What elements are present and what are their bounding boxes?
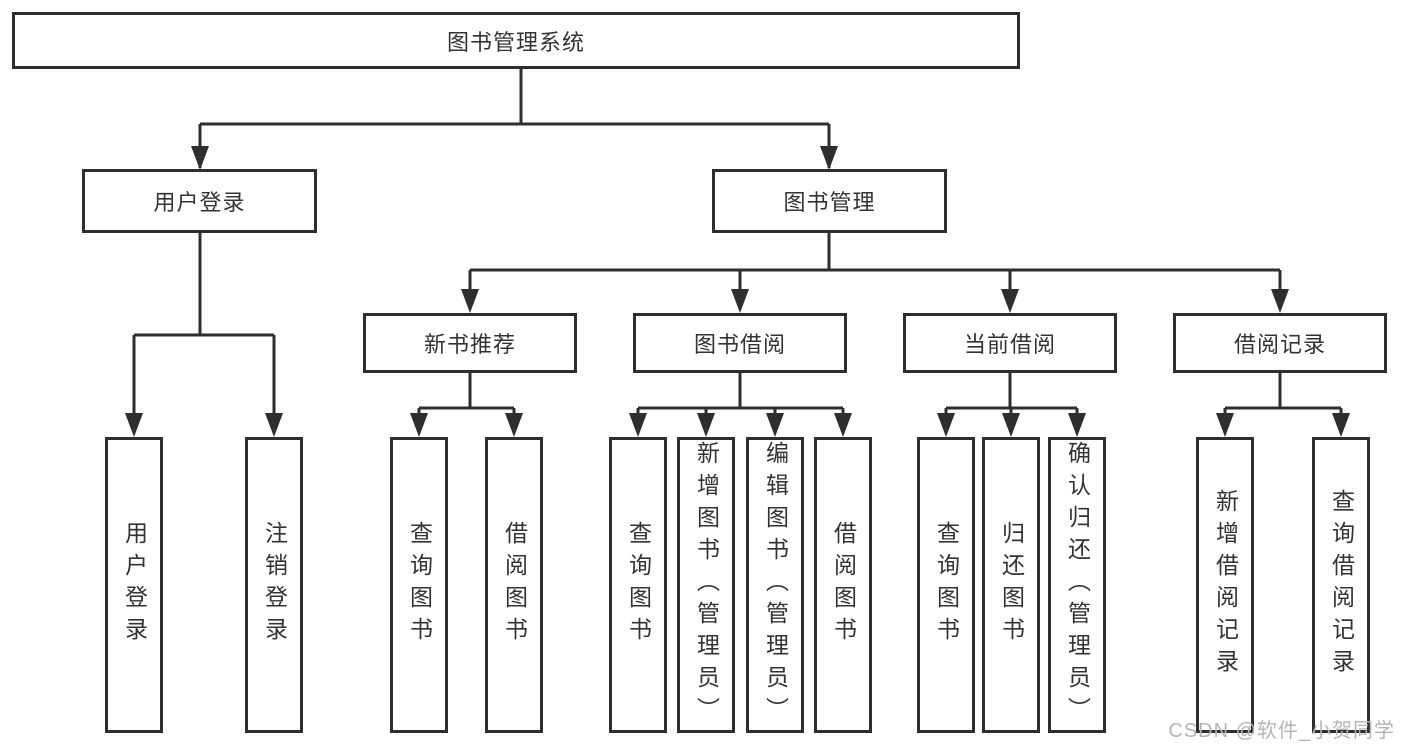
leaf-edit-books-admin: 编辑图书（管理员） — [746, 437, 804, 733]
arrowhead — [1271, 289, 1289, 313]
node-book-borrowing: 图书借阅 — [633, 313, 847, 373]
arrowhead — [410, 413, 428, 437]
node-library-system: 图书管理系统 — [12, 12, 1020, 69]
arrowhead — [1216, 413, 1234, 437]
leaf-confirm-return-admin: 确认归还（管理员） — [1048, 437, 1106, 733]
leaf-add-books-admin-label: 新增图书（管理员） — [693, 441, 720, 729]
leaf-query-books-borrowing-label: 查询图书 — [625, 521, 652, 649]
leaf-borrow-books-recommend-label: 借阅图书 — [501, 521, 528, 649]
node-book-borrowing-label: 图书借阅 — [693, 332, 786, 357]
arrowhead — [731, 289, 749, 313]
leaf-add-borrow-record-label: 新增借阅记录 — [1212, 489, 1239, 681]
edge-bookborrow-to-leaves — [636, 372, 845, 420]
leaf-borrow-books-borrowing-label: 借阅图书 — [830, 521, 857, 649]
edge-bookmgmt-to-level3 — [468, 233, 1282, 296]
arrowhead — [937, 413, 955, 437]
arrowheads — [125, 146, 1350, 437]
leaf-return-books: 归还图书 — [982, 437, 1040, 733]
node-borrowing-records: 借阅记录 — [1173, 313, 1387, 373]
leaf-query-books-current-label: 查询图书 — [933, 521, 960, 649]
leaf-add-books-admin: 新增图书（管理员） — [677, 437, 735, 733]
leaf-query-books-borrowing: 查询图书 — [609, 437, 667, 733]
arrowhead — [461, 289, 479, 313]
node-user-login: 用户登录 — [82, 169, 317, 233]
leaf-logout-login-label: 注销登录 — [261, 521, 288, 649]
leaf-query-borrow-record-label: 查询借阅记录 — [1328, 489, 1355, 681]
arrowhead — [629, 413, 647, 437]
leaf-query-books-recommend-label: 查询图书 — [406, 521, 433, 649]
edge-currentborrow-to-leaves — [944, 372, 1079, 420]
arrowhead — [834, 413, 852, 437]
arrowhead — [125, 413, 143, 437]
arrowhead — [1002, 413, 1020, 437]
leaf-edit-books-admin-label: 编辑图书（管理员） — [762, 441, 789, 729]
tree-edges — [132, 68, 1343, 420]
edge-root-to-level2 — [198, 68, 831, 168]
leaf-borrow-books-borrowing: 借阅图书 — [814, 437, 872, 733]
leaf-confirm-return-admin-label: 确认归还（管理员） — [1064, 441, 1091, 729]
arrowhead — [265, 413, 283, 437]
edge-newbook-to-leaves — [417, 372, 516, 420]
arrowhead — [1001, 289, 1019, 313]
leaf-query-books-recommend: 查询图书 — [390, 437, 448, 733]
node-book-management-label: 图书管理 — [783, 190, 876, 215]
leaf-user-login: 用户登录 — [105, 437, 163, 733]
leaf-user-login-label: 用户登录 — [121, 521, 148, 649]
node-new-book-recommend-label: 新书推荐 — [423, 332, 516, 357]
leaf-query-borrow-record: 查询借阅记录 — [1312, 437, 1370, 733]
arrowhead — [820, 146, 838, 170]
edge-borrowrecord-to-leaves — [1223, 372, 1343, 420]
csdn-watermark: CSDN @软件_小贺同学 — [1168, 720, 1395, 742]
arrowhead — [505, 413, 523, 437]
node-user-login-label: 用户登录 — [153, 190, 246, 215]
leaf-borrow-books-recommend: 借阅图书 — [485, 437, 543, 733]
edge-userlogin-to-leaves — [132, 233, 276, 420]
node-book-management: 图书管理 — [712, 169, 947, 233]
arrowhead — [1332, 413, 1350, 437]
leaf-logout-login: 注销登录 — [245, 437, 303, 733]
node-library-system-label: 图书管理系统 — [446, 29, 585, 55]
leaf-query-books-current: 查询图书 — [917, 437, 975, 733]
node-current-borrowing: 当前借阅 — [903, 313, 1117, 373]
leaf-add-borrow-record: 新增借阅记录 — [1196, 437, 1254, 733]
node-new-book-recommend: 新书推荐 — [363, 313, 577, 373]
node-borrowing-records-label: 借阅记录 — [1233, 332, 1326, 357]
leaf-return-books-label: 归还图书 — [998, 521, 1025, 649]
arrowhead — [766, 413, 784, 437]
node-current-borrowing-label: 当前借阅 — [963, 332, 1056, 357]
arrowhead — [191, 146, 209, 170]
arrowhead — [697, 413, 715, 437]
arrowhead — [1068, 413, 1086, 437]
